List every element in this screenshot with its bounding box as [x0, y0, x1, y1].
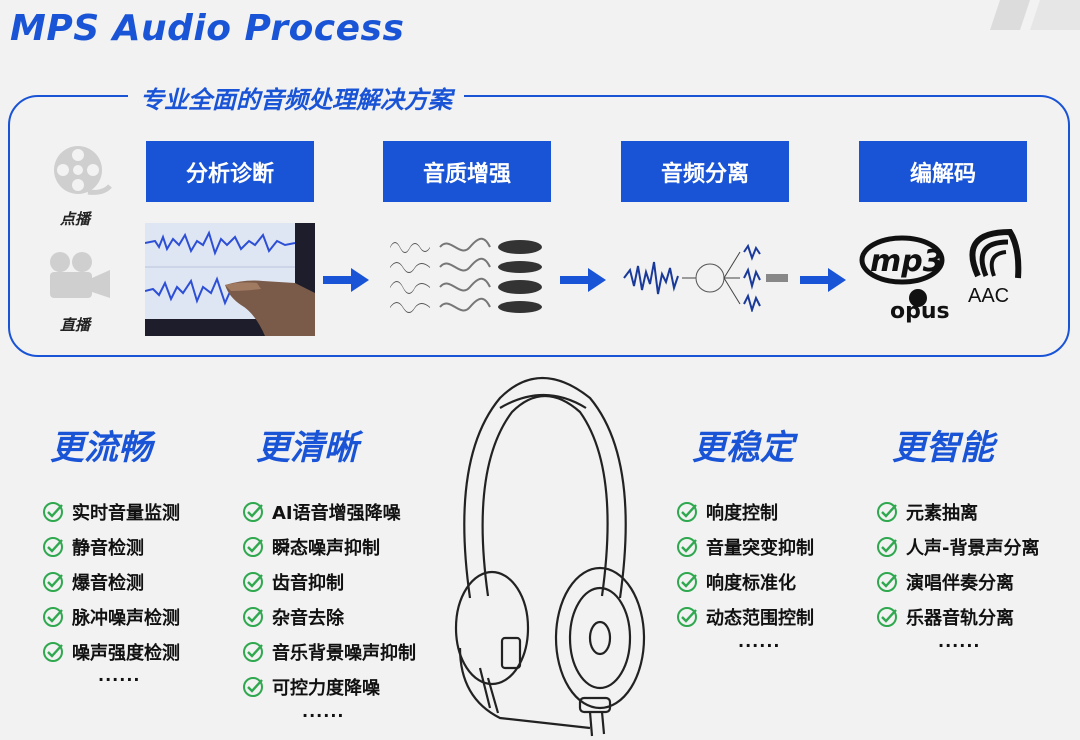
aac-logo-text: AAC	[968, 285, 1009, 307]
feature-title-stable: 更稳定	[692, 428, 794, 468]
vod-label: 点播	[60, 210, 91, 228]
feature-item-label: 演唱伴奏分离	[906, 572, 1014, 594]
feature-title-smooth: 更流畅	[50, 428, 152, 468]
solution-panel	[8, 95, 1070, 357]
feature-item-label: 实时音量监测	[72, 502, 180, 524]
feature-item-label: 元素抽离	[906, 502, 978, 524]
feature-item: AI语音增强降噪	[242, 494, 416, 529]
feature-item-label: 音乐背景噪声抑制	[272, 642, 416, 664]
check-circle-icon	[243, 641, 263, 662]
mp3-logo-text: mp3	[870, 244, 944, 279]
check-circle-icon	[877, 571, 897, 592]
feature-item-label: 动态范围控制	[706, 607, 814, 629]
feature-item: 齿音抑制	[242, 564, 416, 599]
check-circle-icon	[877, 536, 897, 557]
feature-item: 静音检测	[42, 529, 180, 564]
feature-item-label: 噪声强度检测	[72, 642, 180, 664]
step-separation: 音频分离	[621, 141, 789, 202]
check-circle-icon	[43, 606, 63, 627]
feature-item: 演唱伴奏分离	[876, 564, 1039, 599]
check-circle-icon	[677, 571, 697, 592]
more-indicator: ......	[302, 702, 345, 721]
check-circle-icon	[43, 641, 63, 662]
feature-item-label: 瞬态噪声抑制	[272, 537, 380, 559]
check-circle-icon	[677, 501, 697, 522]
feature-item: 可控力度降噪	[242, 669, 416, 704]
feature-item: 爆音检测	[42, 564, 180, 599]
arrow-right-icon	[560, 268, 606, 292]
step-codec: 编解码	[859, 141, 1027, 202]
separation-diagram-image	[623, 243, 788, 312]
page-title: MPS Audio Process	[10, 8, 405, 49]
feature-item-label: 响度标准化	[706, 572, 796, 594]
feature-item: 脉冲噪声检测	[42, 599, 180, 634]
waveform-screen-image	[145, 223, 315, 336]
feature-item-label: 杂音去除	[272, 607, 344, 629]
feature-item: 杂音去除	[242, 599, 416, 634]
feature-item-label: 爆音检测	[72, 572, 144, 594]
opus-logo-text: opus	[890, 299, 950, 323]
panel-title: 专业全面的音频处理解决方案	[128, 80, 464, 115]
live-label: 直播	[60, 316, 91, 334]
feature-list-smooth: 实时音量监测静音检测爆音检测脉冲噪声检测噪声强度检测	[42, 494, 180, 669]
check-circle-icon	[243, 606, 263, 627]
check-circle-icon	[877, 606, 897, 627]
feature-item: 元素抽离	[876, 494, 1039, 529]
feature-item: 响度标准化	[676, 564, 814, 599]
check-circle-icon	[243, 676, 263, 697]
feature-item-label: 人声-背景声分离	[906, 537, 1040, 559]
feature-item: 动态范围控制	[676, 599, 814, 634]
arrow-right-icon	[323, 268, 369, 292]
check-circle-icon	[43, 571, 63, 592]
check-circle-icon	[677, 536, 697, 557]
feature-item: 瞬态噪声抑制	[242, 529, 416, 564]
feature-item: 噪声强度检测	[42, 634, 180, 669]
feature-list-clear: AI语音增强降噪瞬态噪声抑制齿音抑制杂音去除音乐背景噪声抑制可控力度降噪	[242, 494, 416, 704]
check-circle-icon	[677, 606, 697, 627]
step-enhancement: 音质增强	[383, 141, 551, 202]
check-circle-icon	[43, 536, 63, 557]
corner-decoration	[990, 0, 1080, 30]
feature-item-label: AI语音增强降噪	[272, 502, 401, 524]
feature-item: 响度控制	[676, 494, 814, 529]
step-analysis: 分析诊断	[146, 141, 314, 202]
feature-item: 音量突变抑制	[676, 529, 814, 564]
headphones-illustration	[454, 377, 646, 737]
feature-item: 乐器音轨分离	[876, 599, 1039, 634]
feature-item-label: 音量突变抑制	[706, 537, 814, 559]
more-indicator: ......	[98, 666, 141, 685]
feature-item: 音乐背景噪声抑制	[242, 634, 416, 669]
feature-item-label: 静音检测	[72, 537, 144, 559]
feature-item: 实时音量监测	[42, 494, 180, 529]
check-circle-icon	[43, 501, 63, 522]
feature-list-stable: 响度控制音量突变抑制响度标准化动态范围控制	[676, 494, 814, 634]
waveform-grid-image	[390, 237, 542, 313]
feature-item-label: 脉冲噪声检测	[72, 607, 180, 629]
check-circle-icon	[243, 501, 263, 522]
feature-item-label: 响度控制	[706, 502, 778, 524]
more-indicator: ......	[938, 632, 981, 651]
check-circle-icon	[243, 536, 263, 557]
feature-list-smart: 元素抽离人声-背景声分离演唱伴奏分离乐器音轨分离	[876, 494, 1039, 634]
arrow-right-icon	[800, 268, 846, 292]
feature-item-label: 齿音抑制	[272, 572, 344, 594]
feature-item-label: 可控力度降噪	[272, 677, 380, 699]
video-camera-icon	[50, 252, 110, 298]
codec-logos-image: mp3 AAC opus	[859, 228, 1022, 323]
feature-title-smart: 更智能	[892, 428, 994, 468]
more-indicator: ......	[738, 632, 781, 651]
feature-item: 人声-背景声分离	[876, 529, 1039, 564]
feature-title-clear: 更清晰	[256, 428, 358, 468]
feature-item-label: 乐器音轨分离	[906, 607, 1014, 629]
check-circle-icon	[243, 571, 263, 592]
film-reel-icon	[54, 146, 112, 195]
check-circle-icon	[877, 501, 897, 522]
